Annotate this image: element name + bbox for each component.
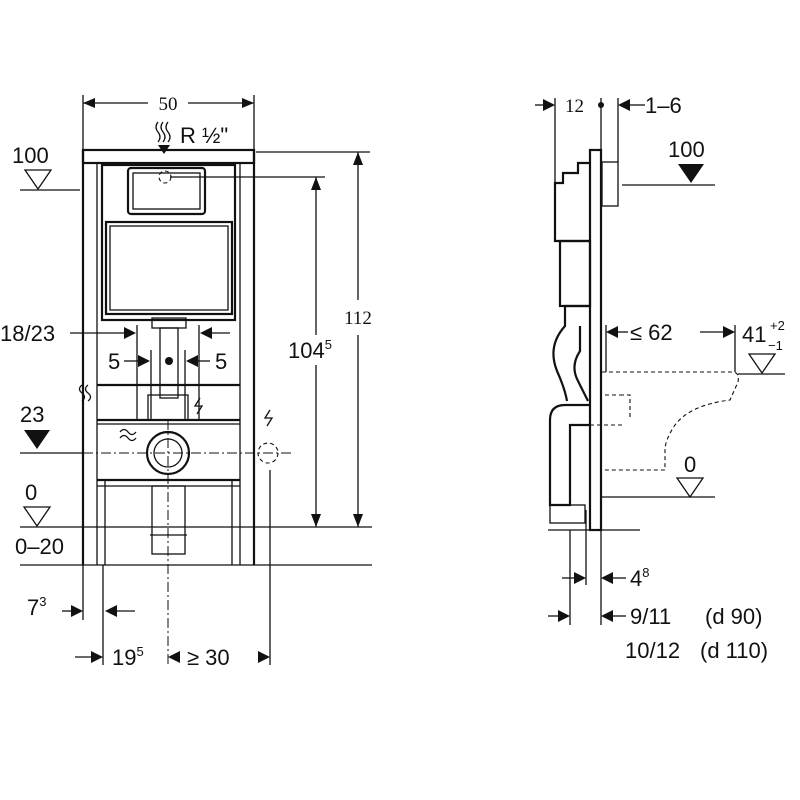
cistern-tank <box>104 220 234 316</box>
center-offset-value: 19 <box>112 645 136 670</box>
water-supply-icon <box>155 121 171 143</box>
arrowhead-icon <box>138 355 198 367</box>
level-marker-filled <box>24 430 50 449</box>
flush-bend <box>552 304 590 402</box>
side-drain-pipe <box>548 403 590 507</box>
arrowhead-icon <box>91 651 103 663</box>
side-clearance-label: ≥ 30 <box>187 645 230 670</box>
side-level-100-label: 100 <box>668 137 705 162</box>
electrical-icon <box>263 409 274 427</box>
flush-bend-inner <box>573 326 589 402</box>
water-supply-arrow-icon <box>158 145 170 154</box>
side-level-0-label: 0 <box>684 452 696 477</box>
seat-height-tolerance-minus: −1 <box>768 338 783 353</box>
cistern-side <box>553 161 590 243</box>
arrowhead-icon <box>558 610 613 622</box>
d110-offset-label: 10/12 <box>625 638 680 663</box>
frame-top-rail <box>81 148 256 165</box>
width-dimension: 50 <box>159 94 178 115</box>
level-marker-filled <box>678 164 704 183</box>
level-marker-open <box>747 353 777 375</box>
total-height-dimension: 112 <box>344 308 372 329</box>
pipe-offset-superscript: 8 <box>642 565 649 580</box>
water-connection-label: R ½" <box>180 123 228 148</box>
leg-offset-superscript: 3 <box>39 594 46 609</box>
level-marker-open <box>23 169 53 191</box>
pipe-offset-label: 48 <box>630 565 649 591</box>
toilet-bowl <box>602 371 739 471</box>
side-view: 12 1–6 100 ≤ 62 41 +2 −1 0 48 9/11 (d 90… <box>535 93 785 663</box>
bowl-connector <box>605 394 631 420</box>
center-offset-superscript: 5 <box>136 644 143 659</box>
leg-offset-value: 7 <box>27 595 39 620</box>
floor-range-label: 0–20 <box>15 534 64 559</box>
cistern-body <box>100 163 237 322</box>
center-point <box>165 357 173 365</box>
level-100-label: 100 <box>12 143 49 168</box>
water-supply-icon <box>119 428 137 442</box>
level-0-label: 0 <box>25 480 37 505</box>
offset-right-label: 5 <box>215 349 227 374</box>
d90-offset-label: 9/11 <box>630 604 671 629</box>
leg-offset-label: 73 <box>27 594 46 620</box>
arrowhead-icon <box>168 651 270 663</box>
d90-label: (d 90) <box>705 604 762 629</box>
flush-plate-inner <box>132 172 201 210</box>
flush-height-value: 104 <box>288 338 325 363</box>
flush-height-superscript: 5 <box>325 337 332 352</box>
seat-height-label: 41 <box>742 322 766 347</box>
arrowhead-icon <box>574 572 613 584</box>
reference-point <box>598 102 604 108</box>
offset-left-label: 5 <box>108 349 120 374</box>
arrowhead-icon <box>71 605 117 617</box>
flush-plate-bracket <box>601 161 619 207</box>
depth-dimension: 12 <box>565 96 584 117</box>
pipe-offset-value: 4 <box>630 566 642 591</box>
arrowhead-icon <box>543 99 630 111</box>
d110-label: (d 110) <box>700 638 768 663</box>
cistern-side-tank <box>558 239 592 308</box>
water-supply-icon <box>78 384 92 402</box>
drain-pipe-end <box>549 504 586 524</box>
flush-height-dimension: 1045 <box>288 337 332 363</box>
plate-range-label: 1–6 <box>645 93 682 118</box>
cistern-tank-inner <box>109 225 229 311</box>
center-offset-label: 195 <box>112 644 144 670</box>
flush-pipe <box>159 327 179 399</box>
outlet-spacing-label: 18/23 <box>0 321 55 346</box>
level-marker-open <box>675 477 705 499</box>
frame-side-post <box>588 148 603 532</box>
front-view: 50 R ½" 112 1045 100 18/23 5 5 23 0 <box>0 94 372 670</box>
level-23-label: 23 <box>20 402 44 427</box>
seat-height-tolerance-plus: +2 <box>770 318 785 333</box>
level-marker-open <box>22 506 52 528</box>
flush-plate <box>126 166 207 216</box>
connection-block <box>147 394 189 421</box>
bowl-projection-label: ≤ 62 <box>630 320 673 345</box>
